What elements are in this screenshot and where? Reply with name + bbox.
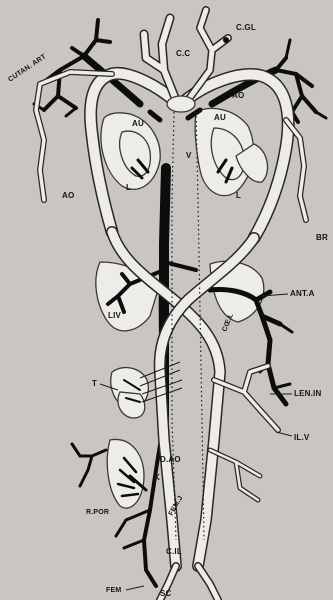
testis-organ [111, 368, 149, 418]
leader-il-v [276, 432, 292, 436]
label-au-right: AU [214, 113, 226, 122]
label-liv: LIV [108, 311, 122, 320]
label-ant-a: ANT.A [290, 289, 315, 298]
label-l-right: L [236, 191, 241, 200]
label-r-por: R.POR [86, 509, 109, 516]
label-br: BR [316, 233, 328, 242]
label-sc: SC [160, 589, 172, 598]
label-v: V [186, 151, 192, 160]
label-k: K [154, 473, 160, 482]
label-coe-l: CŒ.L [221, 312, 235, 333]
label-len-in: LEN.IN [294, 389, 321, 398]
label-ao-right: AO [62, 191, 74, 200]
carotid-gland-dot [223, 37, 229, 43]
label-cc: C.C [176, 49, 190, 58]
label-il-v: IL.V [294, 433, 310, 442]
label-fem: FEM [106, 587, 121, 594]
label-c-gl: C.GL [236, 23, 256, 32]
label-ao-upper: AO [232, 91, 244, 100]
label-cutan-art: CUTAN. ART [7, 53, 48, 84]
leader-fem [126, 586, 144, 590]
label-au-left: AU [132, 119, 144, 128]
label-c-il: C.IL [166, 547, 182, 556]
liver [96, 261, 264, 330]
label-t: T [92, 379, 97, 388]
label-d-ao: D.AO [160, 455, 181, 464]
label-l-left: L [126, 183, 131, 192]
